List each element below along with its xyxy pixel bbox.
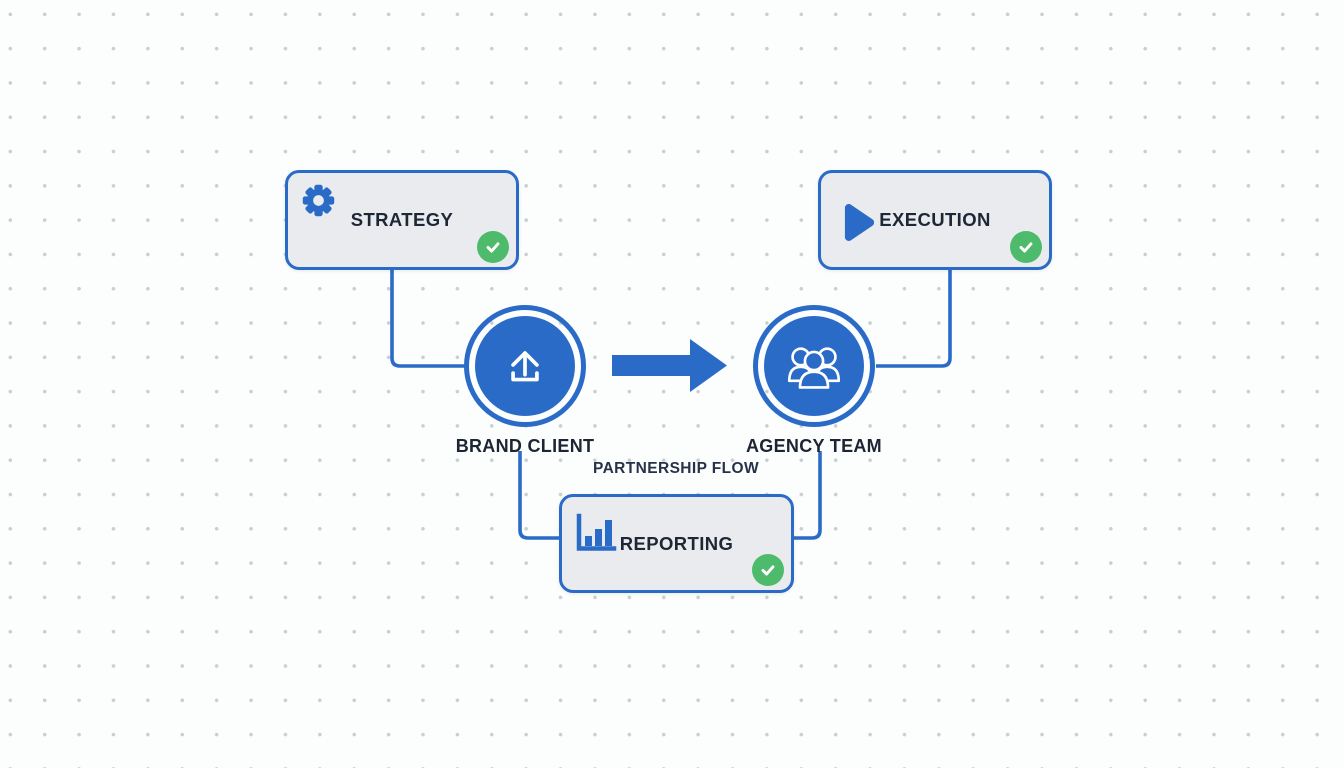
connector-execution-to-agency-team bbox=[876, 268, 952, 368]
connector-agency-team-to-reporting bbox=[791, 451, 822, 540]
strategy-check-icon bbox=[477, 231, 509, 263]
team-icon bbox=[787, 347, 841, 389]
strategy-box: STRATEGY bbox=[285, 170, 519, 270]
reporting-label: REPORTING bbox=[619, 532, 734, 554]
connector-brand-client-to-reporting bbox=[518, 451, 562, 540]
agency-team-label: AGENCY TEAM bbox=[746, 436, 882, 456]
partnership-flow-label: PARTNERSHIP FLOW bbox=[593, 460, 759, 477]
upload-icon bbox=[511, 351, 539, 382]
brand-client-circle-fill bbox=[475, 316, 575, 416]
execution-box: EXECUTION bbox=[818, 170, 1052, 270]
brand-client-circle bbox=[464, 305, 586, 427]
gear-icon bbox=[302, 184, 335, 217]
reporting-check-icon bbox=[752, 554, 784, 586]
connector-strategy-to-brand-client bbox=[390, 268, 466, 368]
reporting-box: REPORTING bbox=[559, 494, 794, 593]
execution-label: EXECUTION bbox=[879, 209, 991, 230]
flow-arrow-icon bbox=[612, 339, 727, 392]
bar-chart-icon bbox=[576, 513, 617, 551]
agency-team-circle-fill bbox=[764, 316, 864, 416]
strategy-label: STRATEGY bbox=[350, 209, 454, 230]
execution-check-icon bbox=[1010, 231, 1042, 263]
agency-team-circle bbox=[753, 305, 875, 427]
play-icon bbox=[844, 204, 875, 241]
brand-client-label: BRAND CLIENT bbox=[455, 436, 595, 456]
